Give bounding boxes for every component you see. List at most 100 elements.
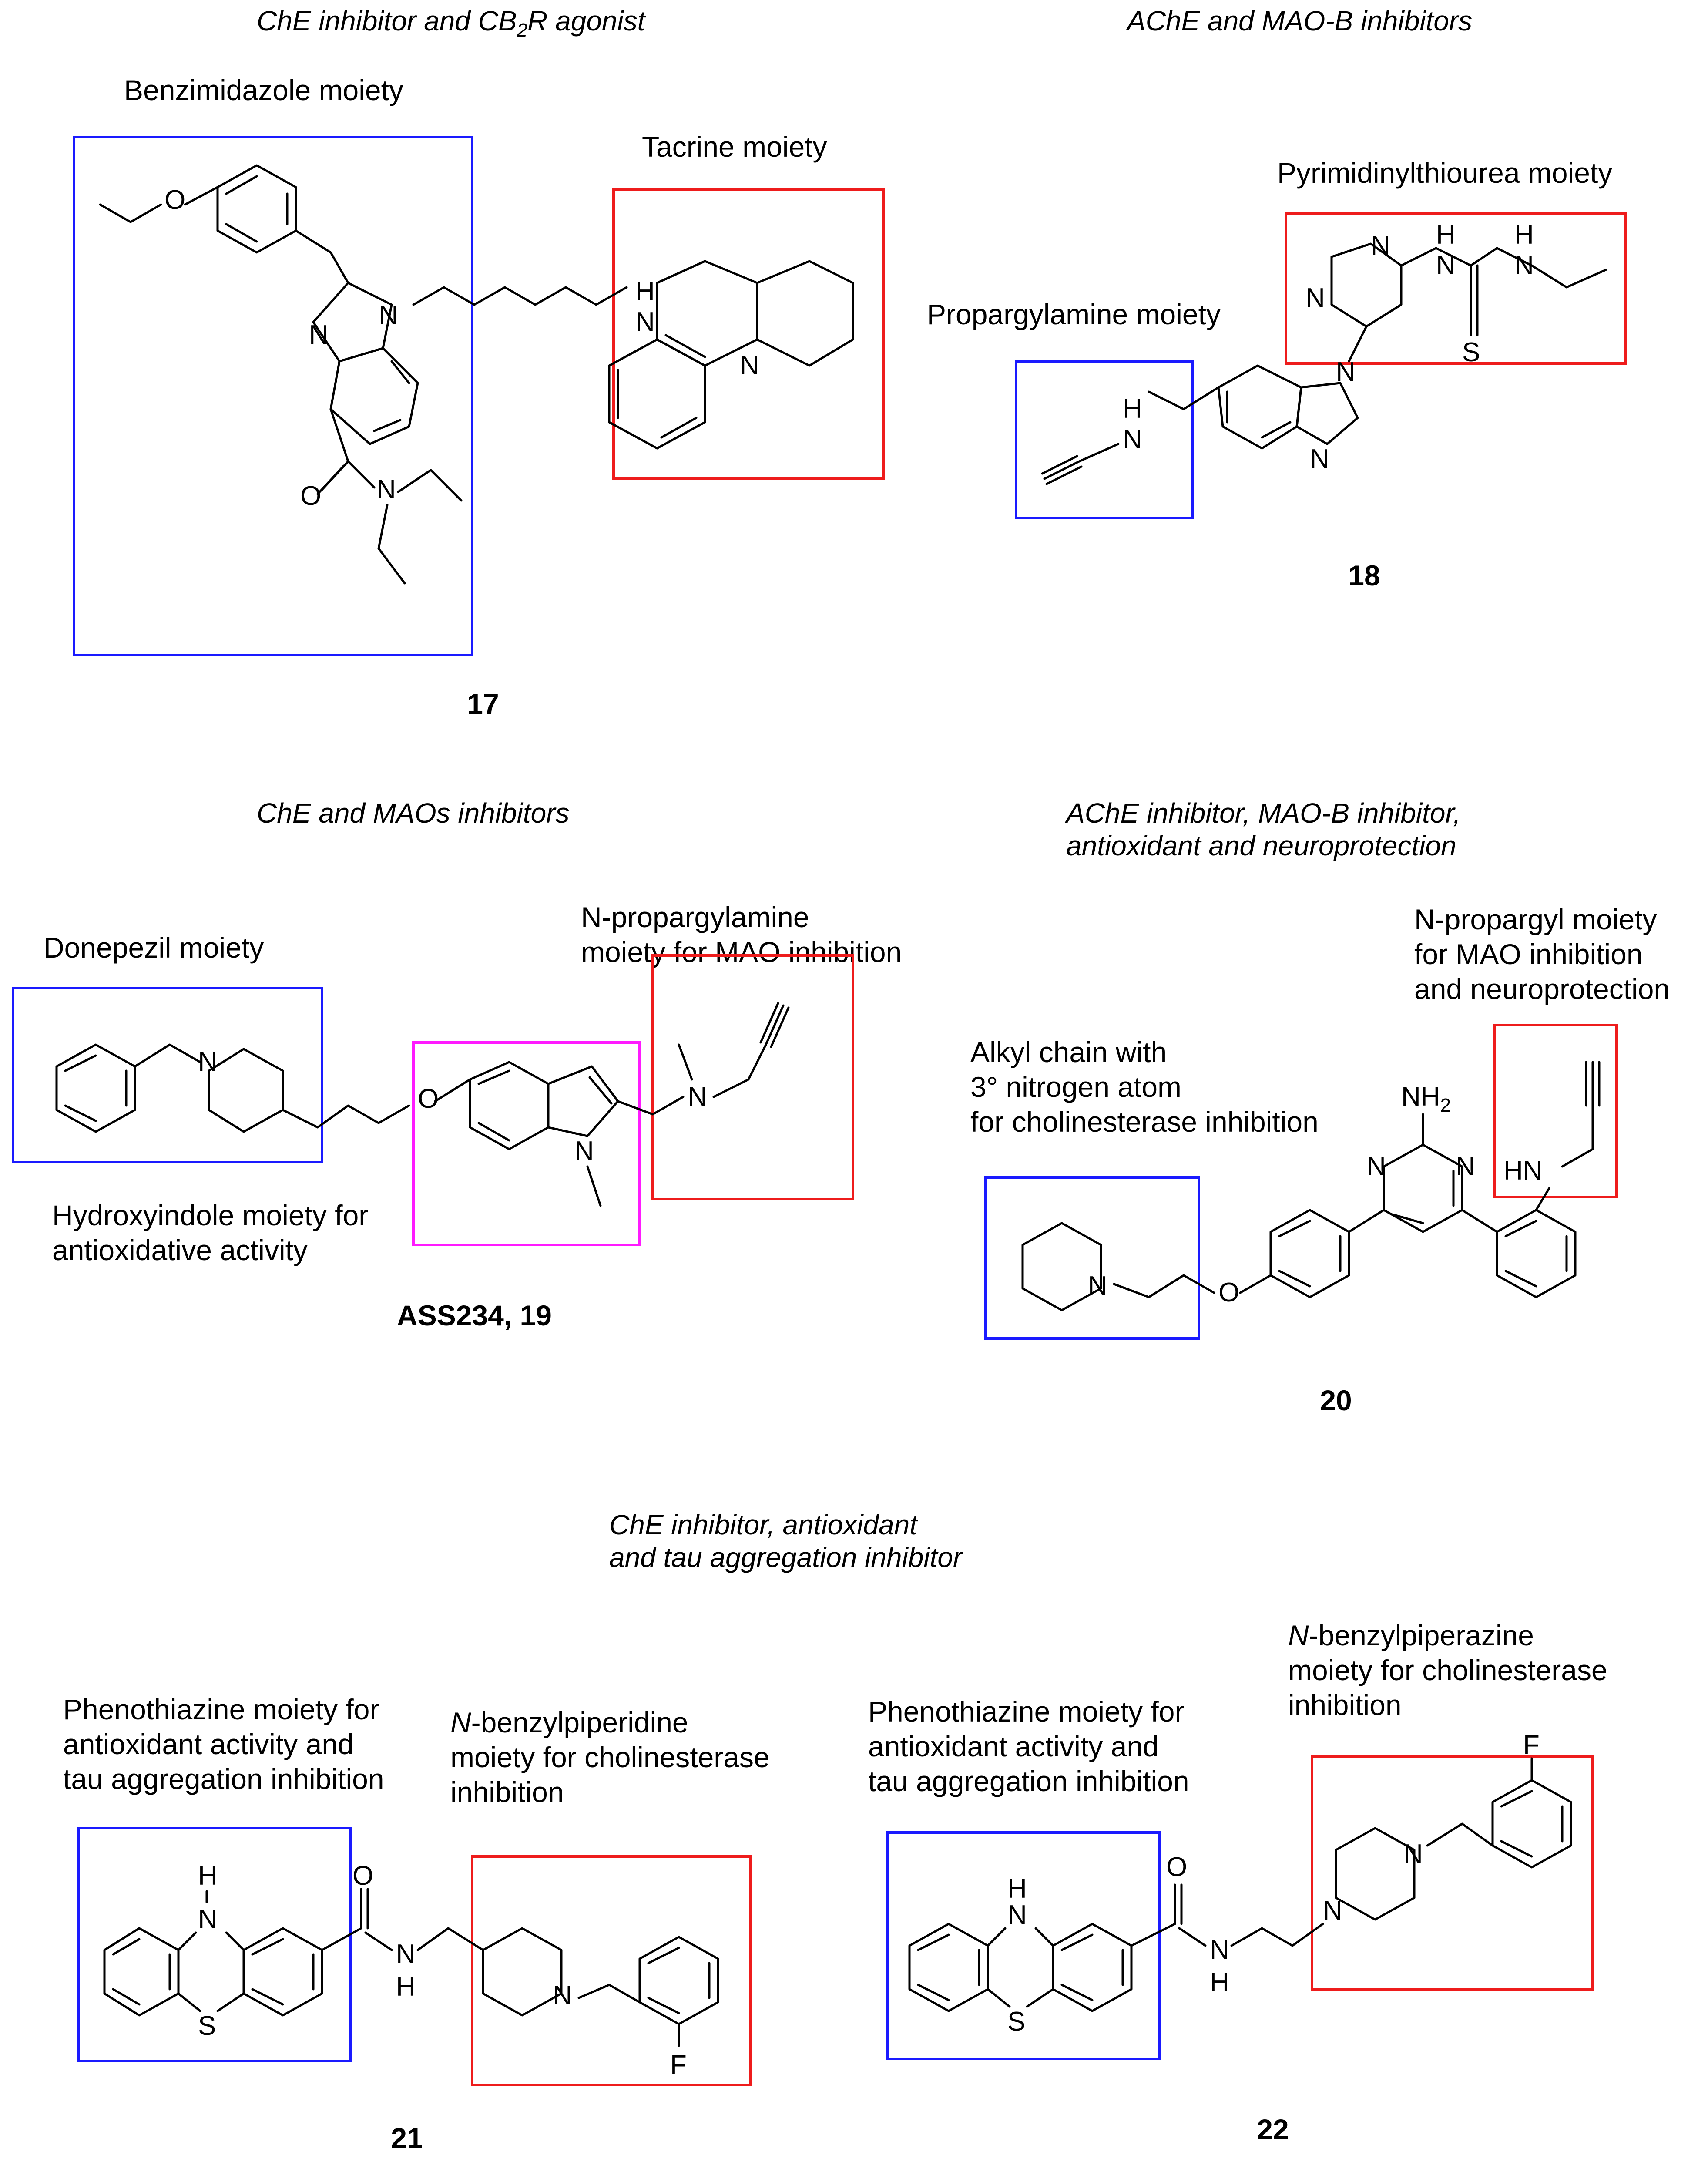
label-phenothiazine-22-1: Phenothiazine moiety for — [868, 1695, 1184, 1728]
atom-f-21: F — [670, 2050, 687, 2080]
label-alkyl-chain-1: Alkyl chain with — [970, 1036, 1167, 1068]
label-alkyl-chain-3: for cholinesterase inhibition — [970, 1106, 1319, 1138]
atom-n-propargyl: N — [1123, 424, 1142, 454]
label-phenothiazine-21-1: Phenothiazine moiety for — [63, 1693, 379, 1725]
atom-n-thiourea-2: N — [1514, 250, 1534, 280]
title-21-22-line1: ChE inhibitor, antioxidant — [609, 1509, 918, 1540]
atom-h-thiourea-1: H — [1436, 220, 1456, 250]
title-20-line2: antioxidant and neuroprotection — [1066, 830, 1456, 861]
label-benzylpiperidine-1: N-benzylpiperidine — [450, 1706, 688, 1738]
section-3-title: ChE inhibitor, antioxidant and tau aggre… — [609, 1509, 963, 1573]
label-benzylpiperidine-3: inhibition — [450, 1776, 564, 1808]
atom-s: S — [1462, 337, 1480, 367]
atom-n-imidazole-1: N — [379, 300, 398, 330]
label-pyrimidinylthiourea-moiety: Pyrimidinylthiourea moiety — [1277, 157, 1612, 189]
compound-21: Phenothiazine moiety for antioxidant act… — [63, 1693, 770, 2154]
compound-22: N-benzylpiperazine moiety for cholineste… — [868, 1619, 1607, 2145]
label-benzylpiperazine-3: inhibition — [1288, 1689, 1402, 1721]
title-20-line1: AChE inhibitor, MAO-B inhibitor, — [1064, 797, 1461, 829]
structure-22: H N S O N H N N F — [908, 1730, 1572, 2037]
label-benzylpiperazine-2: moiety for cholinesterase — [1288, 1654, 1607, 1686]
title-21-22-line2: and tau aggregation inhibitor — [609, 1542, 963, 1573]
structure-19: N O N N — [55, 1002, 790, 1207]
atom-o-amide: O — [300, 481, 321, 511]
compound-18: AChE and MAO-B inhibitors Pyrimidinylthi… — [927, 5, 1627, 592]
atom-n-piperidine-21: N — [553, 1980, 572, 2011]
box-benzylpiperidine — [471, 1855, 752, 2086]
atom-n-propargyl: N — [688, 1082, 707, 1112]
atom-n-imidazole-1: N — [1336, 357, 1356, 387]
atom-n-pyrimidine-1: N — [1366, 1151, 1386, 1181]
atom-n-piperidine: N — [1088, 1271, 1107, 1301]
atom-n-amide-21: N — [396, 1939, 416, 1969]
box-propargylamine — [1015, 360, 1194, 519]
atom-n-amide: N — [376, 474, 396, 504]
label-phenothiazine-22-3: tau aggregation inhibition — [868, 1765, 1189, 1797]
atom-h-amide-21: H — [396, 1972, 416, 2002]
atom-n-imidazole-2: N — [1310, 444, 1329, 474]
compound-number-22: 22 — [1257, 2113, 1289, 2145]
structure-17: O N N O N H N — [99, 164, 854, 585]
atom-n-nh-22: N — [1007, 1900, 1027, 1930]
box-tacrine — [612, 188, 885, 480]
atom-n-nh-21: N — [198, 1904, 218, 1934]
box-hydroxyindole — [412, 1041, 641, 1246]
atom-o-21: O — [352, 1861, 373, 1891]
title-18: AChE and MAO-B inhibitors — [1125, 5, 1472, 37]
box-phenothiazine-21 — [77, 1827, 352, 2062]
label-donepezil-moiety: Donepezil moiety — [44, 931, 264, 964]
atom-n-pyrimidine-2: N — [1456, 1151, 1475, 1181]
atom-h-nh-21: H — [198, 1861, 218, 1891]
label-n-propargylamine-2: moiety for MAO inhibition — [581, 936, 902, 968]
title-17: ChE inhibitor and CB2R agonist — [257, 5, 646, 41]
label-alkyl-chain-2: 3° nitrogen atom — [970, 1071, 1181, 1103]
label-tacrine-moiety: Tacrine moiety — [642, 131, 827, 163]
label-hydroxyindole-2: antioxidative activity — [52, 1234, 308, 1266]
atom-n-acridine: N — [740, 350, 759, 380]
atom-n-imidazole-2: N — [309, 320, 329, 350]
atom-s-22: S — [1007, 2007, 1025, 2037]
atom-o: O — [1218, 1278, 1239, 1308]
atom-h-nh-22: H — [1007, 1874, 1027, 1904]
structure-20: N O N N NH2 HN — [1021, 1061, 1601, 1311]
atom-f-22: F — [1523, 1730, 1540, 1760]
compound-20: AChE inhibitor, MAO-B inhibitor, antioxi… — [970, 797, 1670, 1416]
label-phenothiazine-21-2: antioxidant activity and — [63, 1728, 354, 1760]
box-n-propargyl — [1493, 1024, 1618, 1198]
compound-number-19: ASS234, 19 — [397, 1299, 552, 1331]
label-benzylpiperidine-2: moiety for cholinesterase — [450, 1741, 770, 1773]
label-hydroxyindole-1: Hydroxyindole moiety for — [52, 1199, 368, 1231]
compound-19: ChE and MAOs inhibitors Donepezil moiety… — [12, 797, 902, 1331]
atom-n-amine: N — [635, 307, 655, 337]
label-benzylpiperazine-1: N-benzylpiperazine — [1288, 1619, 1534, 1651]
atom-h-amine: H — [635, 276, 655, 306]
atom-s-21: S — [198, 2011, 216, 2041]
atom-h-propargyl: H — [1123, 394, 1142, 424]
atom-n-piperazine-2: N — [1403, 1839, 1423, 1869]
compound-number-18: 18 — [1348, 559, 1380, 592]
compound-number-20: 20 — [1320, 1384, 1352, 1416]
atom-o-22: O — [1166, 1852, 1187, 1882]
compound-number-21: 21 — [391, 2122, 423, 2154]
box-pyrimidinylthiourea — [1285, 212, 1627, 365]
atom-h-amide-22: H — [1210, 1967, 1229, 1997]
label-n-propargyl-2: for MAO inhibition — [1414, 938, 1643, 970]
atom-nh2: NH2 — [1401, 1082, 1451, 1116]
box-phenothiazine-22 — [886, 1831, 1161, 2060]
label-benzimidazole-moiety: Benzimidazole moiety — [124, 74, 403, 106]
box-benzimidazole — [73, 136, 473, 656]
structure-21: H N S O N H N F — [103, 1861, 719, 2080]
compound-number-17: 17 — [467, 688, 499, 720]
atom-n-indole: N — [574, 1136, 594, 1166]
atom-n-pyrimidine-2: N — [1305, 283, 1325, 313]
label-n-propargylamine-1: N-propargylamine — [581, 901, 809, 933]
atom-hn: HN — [1503, 1156, 1543, 1186]
atom-h-thiourea-2: H — [1514, 220, 1534, 250]
label-phenothiazine-21-3: tau aggregation inhibition — [63, 1763, 384, 1795]
atom-n-pyrimidine-1: N — [1371, 231, 1390, 261]
box-alkyl-chain — [984, 1176, 1200, 1340]
label-phenothiazine-22-2: antioxidant activity and — [868, 1730, 1159, 1762]
structure-18: N N H N H N S N N H N — [1041, 220, 1607, 485]
box-n-propargylamine — [651, 954, 854, 1200]
